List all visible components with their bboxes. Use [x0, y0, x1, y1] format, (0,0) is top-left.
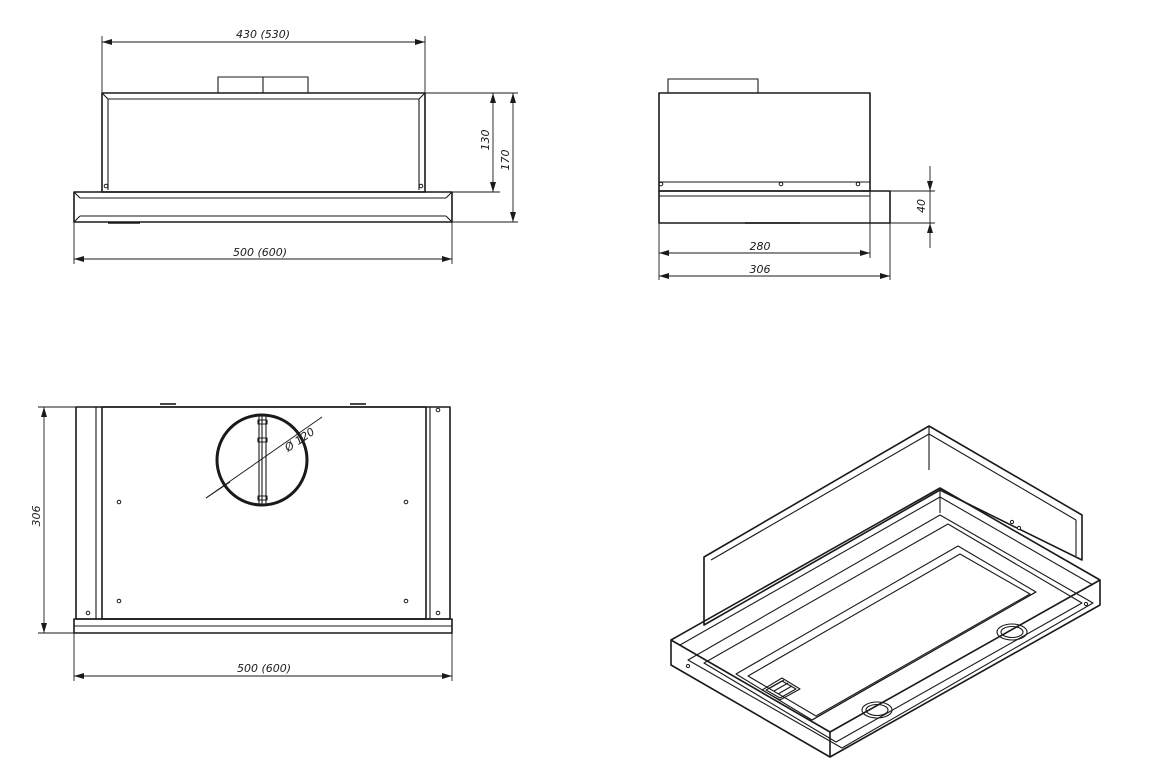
- dim-height-total-label: 170: [499, 150, 512, 171]
- dim-top-depth-label: 306: [30, 506, 43, 527]
- dim-bottom-width-label: 500 (600): [233, 246, 287, 259]
- dim-height-body-label: 130: [479, 130, 492, 151]
- dim-depth-total-label: 306: [750, 263, 771, 276]
- front-view: 430 (530) 130 170 500 (600): [73, 28, 518, 264]
- dim-top-width-label: 430 (530): [236, 28, 290, 41]
- dim-depth-body-label: 280: [750, 240, 771, 253]
- dim-top-width-label: 500 (600): [237, 662, 291, 675]
- side-view: 40 280 306: [658, 78, 935, 280]
- dim-front-height-label: 40: [915, 199, 928, 213]
- dim-outlet-diameter-label: Ø 120: [282, 425, 318, 455]
- top-view: Ø 120 306 500 (600): [30, 403, 453, 681]
- isometric-view: [670, 425, 1101, 758]
